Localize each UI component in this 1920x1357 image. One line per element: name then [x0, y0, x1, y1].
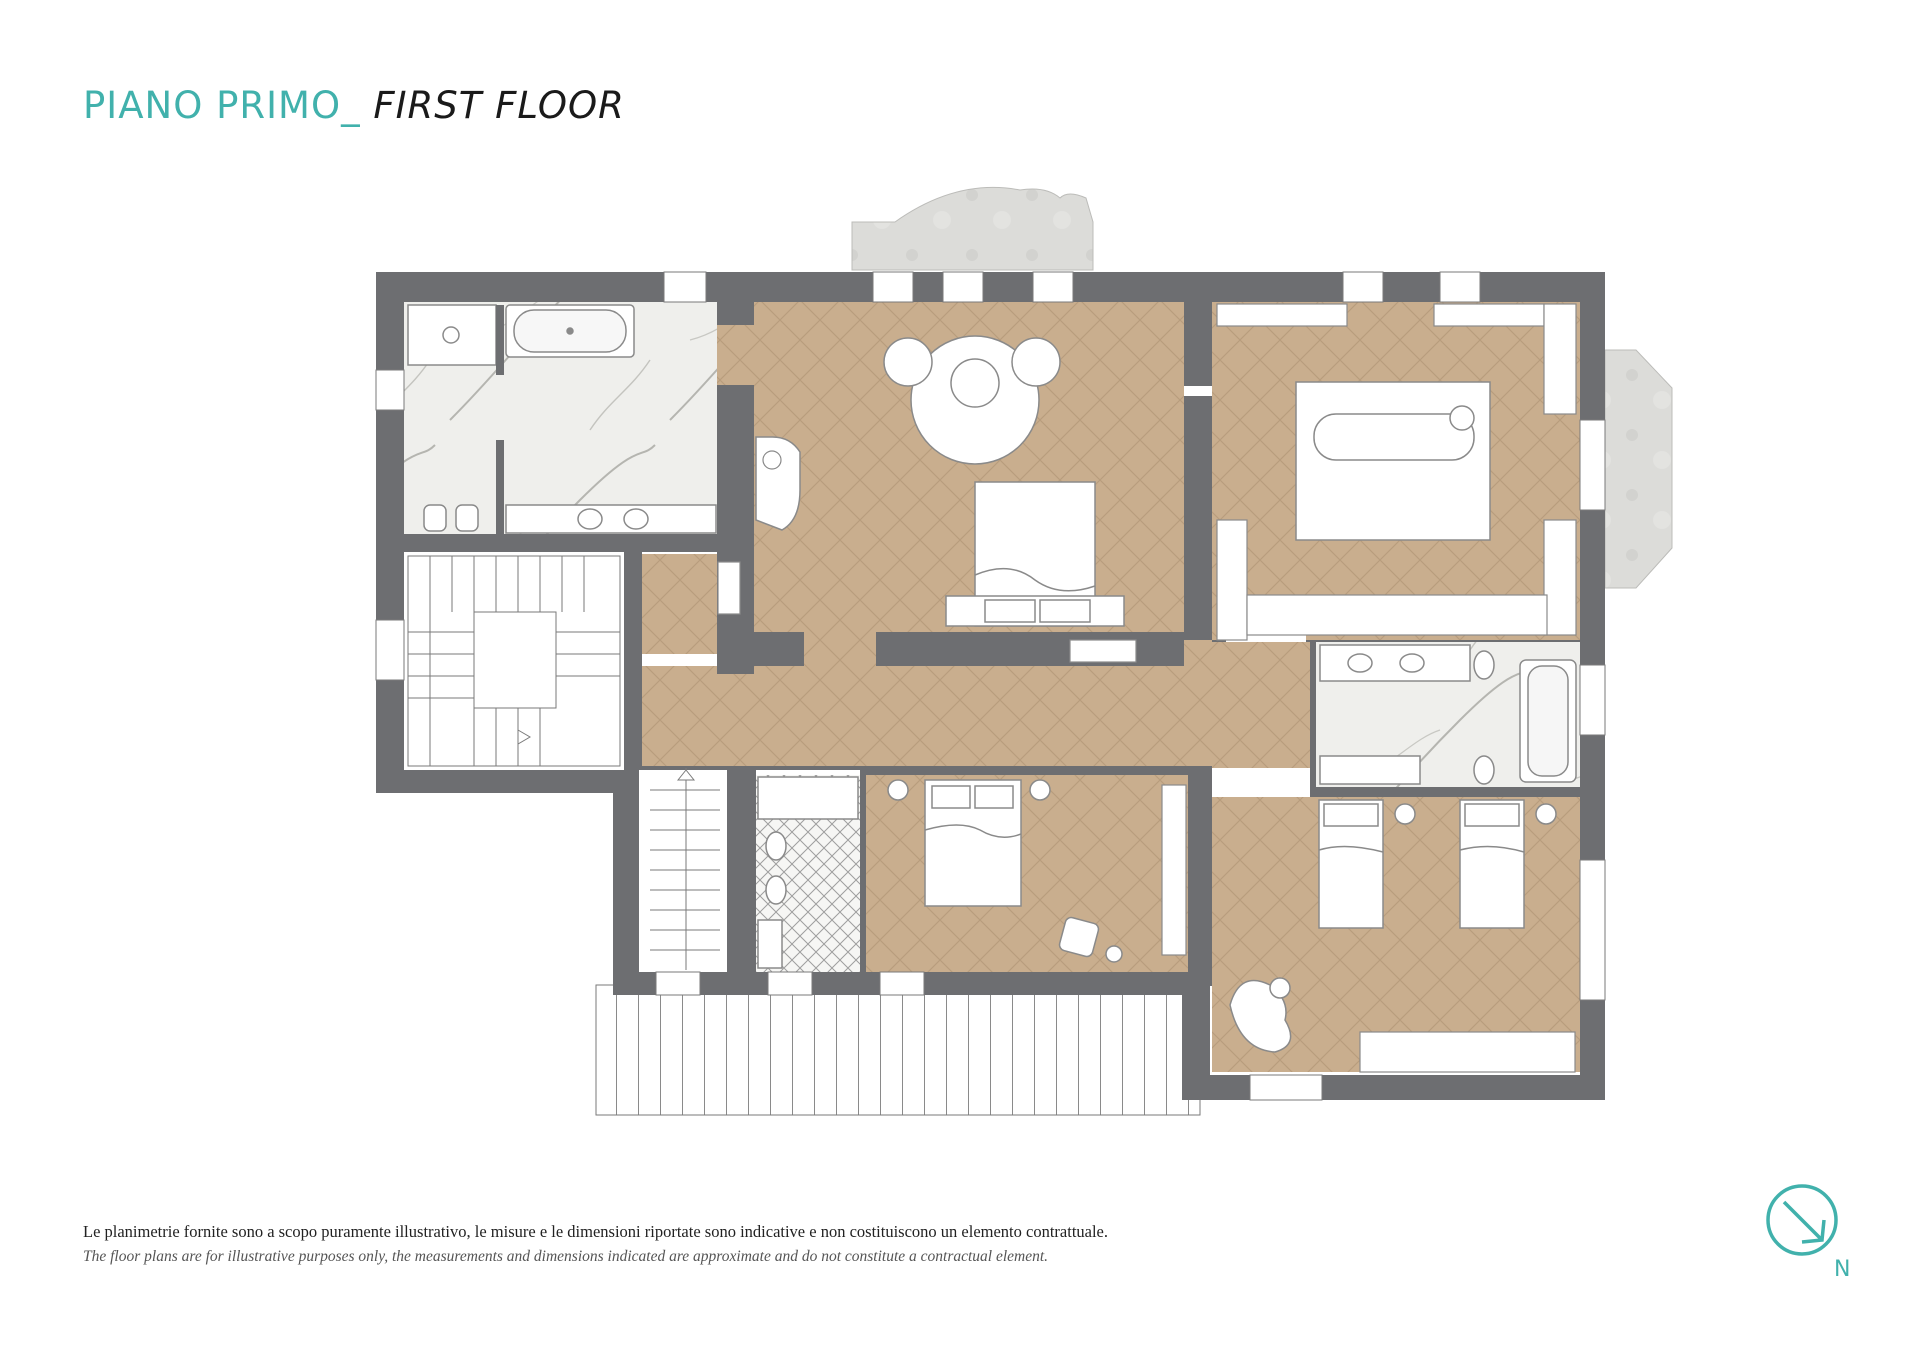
page-title: PIANO PRIMO_ FIRST FLOOR [83, 84, 625, 127]
north-label: N [1834, 1257, 1850, 1280]
north-bay-terrace [851, 187, 1094, 271]
wardrobes [1216, 303, 1577, 641]
disclaimer: Le planimetrie fornite sono a scopo pura… [83, 1222, 1108, 1266]
second-stair-floor [642, 768, 727, 970]
door-openings [717, 325, 1306, 666]
disclaimer-italian: Le planimetrie fornite sono a scopo pura… [83, 1222, 1109, 1241]
armchairs [883, 337, 1061, 387]
east-bathroom-fixtures [1319, 644, 1577, 785]
bathroom-partition-two [496, 440, 504, 534]
title-italian: PIANO PRIMO [83, 84, 342, 127]
bedroom-three-wardrobe [1359, 1031, 1576, 1073]
closet-unit [717, 561, 741, 615]
secondary-staircase [650, 768, 720, 970]
bedroom-two-armchair [1058, 916, 1123, 963]
windows [375, 271, 1606, 1101]
east-bay-terrace [1604, 349, 1673, 589]
south-terrace-deck [595, 984, 1201, 1116]
island-bench [1295, 381, 1491, 541]
bench-corridor [1069, 639, 1137, 663]
north-arrow-icon: N [1766, 1184, 1850, 1280]
title-english: FIRST FLOOR [373, 84, 625, 127]
disclaimer-english: The floor plans are for illustrative pur… [83, 1248, 1049, 1265]
master-bed [945, 481, 1125, 627]
shower-tray [407, 304, 497, 366]
title-separator: _ [341, 84, 361, 127]
bedroom-three-beds [1318, 799, 1557, 929]
round-table [910, 335, 1040, 465]
desk-unit [755, 436, 801, 531]
bedroom-two-wardrobe [1161, 784, 1187, 956]
bidet-master [423, 504, 479, 532]
main-staircase [407, 555, 621, 767]
desk-chair [762, 450, 782, 470]
bedroom-three-lounge-chair [1229, 977, 1292, 1053]
corridor-extension-floor [1184, 632, 1310, 768]
bathtub [505, 304, 635, 358]
double-vanity [505, 504, 717, 534]
small-bathroom-fixtures [757, 776, 859, 969]
bedroom-two-bed [887, 779, 1051, 907]
bedroom-two-floor [866, 775, 1188, 972]
bathroom-partition [496, 305, 504, 375]
